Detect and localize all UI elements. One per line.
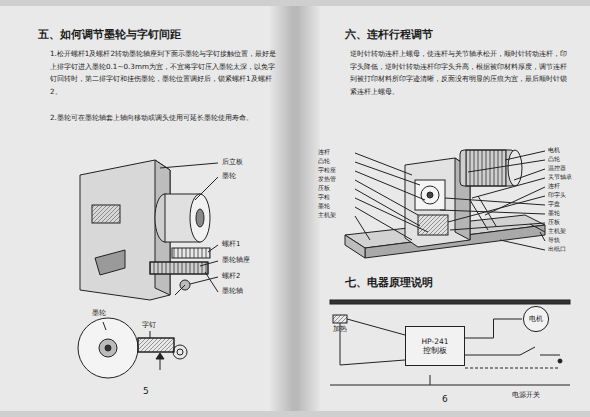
wiring — [330, 300, 570, 385]
body-text: 2.墨轮可在墨轮轴套上轴向移动或调头使用可延长墨轮使用寿命。 — [50, 112, 278, 125]
part-label: 主机架 — [548, 227, 588, 235]
section-heading: 七、电器原理说明 — [345, 276, 545, 290]
roller-detail — [78, 318, 187, 378]
node-text: HP-241 — [421, 337, 448, 346]
section-heading: 六、连杆行程调节 — [345, 28, 565, 42]
part-label: 墨轮 — [548, 209, 588, 217]
part-label: 发热管 — [318, 175, 358, 183]
part-label: 墨轮 — [318, 202, 358, 210]
part-label: 压板 — [548, 218, 588, 226]
part-label: 加热 — [333, 325, 363, 333]
part-label: 6 — [442, 394, 462, 405]
part-label: 连杆 — [318, 148, 358, 156]
part-label: 关节轴承 — [548, 173, 588, 181]
part-label: 温控器 — [548, 164, 588, 172]
motor-symbol: 电机 — [522, 305, 550, 333]
part-label: 墨轮 — [222, 172, 282, 181]
part-label: 5 — [143, 386, 163, 397]
controller-box: HP-241控制板 — [405, 326, 465, 366]
part-label: 螺杆2 — [222, 272, 282, 281]
ink-roller-assembly — [80, 160, 218, 300]
part-label: 凸轮 — [318, 157, 358, 165]
gutter — [270, 0, 320, 417]
part-label: 印字头 — [548, 191, 588, 199]
part-label: 主机架 — [318, 211, 358, 219]
part-label: 字粒座 — [318, 166, 358, 174]
body-text: 1.松开螺杆1及螺杆2转动墨轮轴座到下面示墨轮与字钉接触位置，最好是上排字钉进入… — [50, 48, 278, 98]
part-label: 墨轮轴座 — [222, 256, 282, 265]
part-label: 出纸口 — [548, 245, 588, 253]
part-label: 后立板 — [222, 158, 282, 167]
part-label: 电机 — [548, 146, 588, 154]
body-text: 逆时针转动连杆上螺母，使连杆与关节轴承松开，顺时针转动连杆，印字头降低，逆时针转… — [350, 48, 572, 98]
node-text: 电机 — [529, 315, 543, 323]
page-edge — [0, 0, 590, 6]
wire — [465, 319, 522, 338]
section-heading: 五、如何调节墨轮与字钉间距 — [38, 28, 278, 42]
part-label: 导轨 — [548, 236, 588, 244]
part-label: 字钉 — [142, 321, 182, 330]
part-label: 字盘 — [548, 200, 588, 208]
part-label: 螺杆1 — [222, 240, 282, 249]
part-label: 凸轮 — [548, 155, 588, 163]
printer-machine — [345, 150, 545, 258]
part-label: 墨轮轴 — [222, 287, 282, 296]
page-edge — [0, 411, 590, 417]
part-label: 连杆 — [548, 182, 588, 190]
part-label: 墨轮 — [92, 309, 132, 318]
part-label: 字粒 — [318, 193, 358, 201]
part-label: 压板 — [318, 184, 358, 192]
node-text: 控制板 — [423, 346, 447, 355]
part-label: 电源开关 — [512, 391, 562, 399]
